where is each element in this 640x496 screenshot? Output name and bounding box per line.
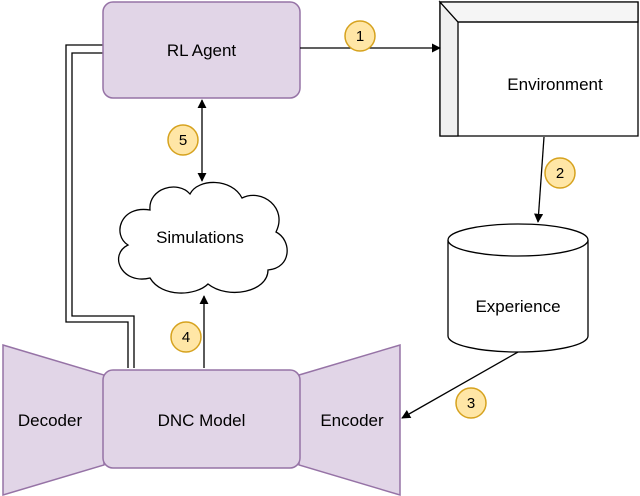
step-badge-1: 1 (344, 20, 376, 52)
arrow-experience-to-encoder (401, 351, 519, 419)
svg-text:1: 1 (356, 28, 364, 45)
dnc-model-node[interactable]: DNC Model (102, 369, 301, 469)
dnc-model-label: DNC Model (158, 411, 246, 430)
step-badge-2: 2 (544, 157, 576, 189)
experience-label: Experience (475, 297, 560, 316)
decoder-label: Decoder (18, 411, 83, 430)
decoder-node[interactable]: Decoder (2, 343, 105, 496)
dnc-to-agent-connector (65, 44, 135, 368)
svg-text:2: 2 (556, 165, 564, 182)
svg-text:4: 4 (182, 329, 190, 346)
step-badge-3: 3 (455, 387, 487, 419)
step-badge-5: 5 (167, 124, 199, 156)
svg-text:3: 3 (467, 395, 475, 412)
arrow-environment-to-experience (534, 136, 545, 223)
rl-agent-label: RL Agent (167, 41, 237, 60)
simulations-label: Simulations (156, 228, 244, 247)
simulations-node[interactable]: Simulations (117, 181, 288, 294)
environment-label: Environment (507, 75, 603, 94)
encoder-node[interactable]: Encoder (298, 343, 401, 496)
rl-agent-node[interactable]: RL Agent (102, 1, 301, 99)
environment-node[interactable]: Environment (438, 0, 639, 137)
svg-text:5: 5 (179, 132, 187, 149)
experience-node[interactable]: Experience (447, 223, 589, 353)
step-badge-4: 4 (170, 321, 202, 353)
encoder-label: Encoder (320, 411, 384, 430)
